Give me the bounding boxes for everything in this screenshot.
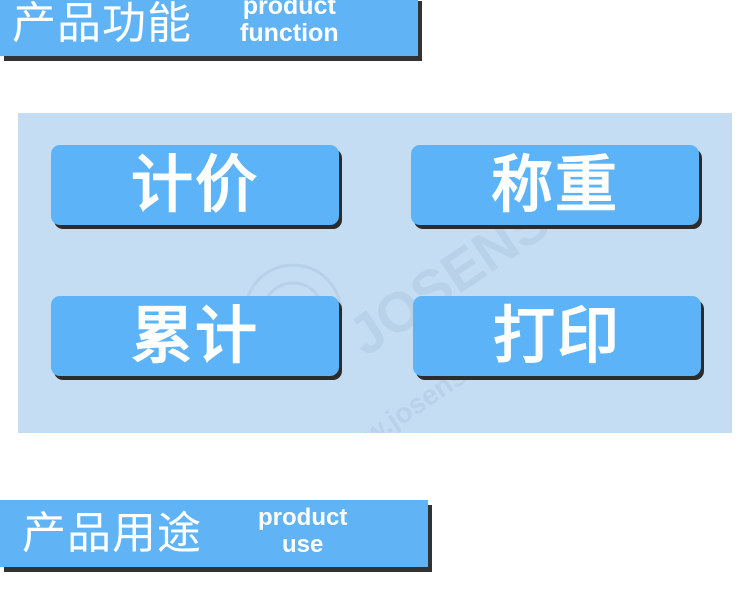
feature-button-print[interactable]: 打印 [413,296,701,376]
product-function-title-zh: 产品功能 [12,0,192,49]
product-use-header: 产品用途 product use [0,500,428,567]
product-function-title-en: product function [240,0,339,48]
feature-button-weighing[interactable]: 称重 [411,145,699,225]
feature-button-accumulate[interactable]: 累计 [51,296,339,376]
product-use-title-en: product use [258,504,348,558]
product-function-title-en-line1: product [242,0,336,20]
features-panel: JOSENSE www.josense.com 计价 称重 累计 打印 [18,113,732,433]
product-use-title-en-line1: product [258,504,348,532]
product-use-title-en-line2: use [281,530,324,558]
feature-button-pricing[interactable]: 计价 [51,145,339,225]
product-function-header: 产品功能 product function [0,0,418,56]
product-use-title-zh: 产品用途 [22,507,202,559]
product-function-title-en-line2: function [240,19,339,47]
